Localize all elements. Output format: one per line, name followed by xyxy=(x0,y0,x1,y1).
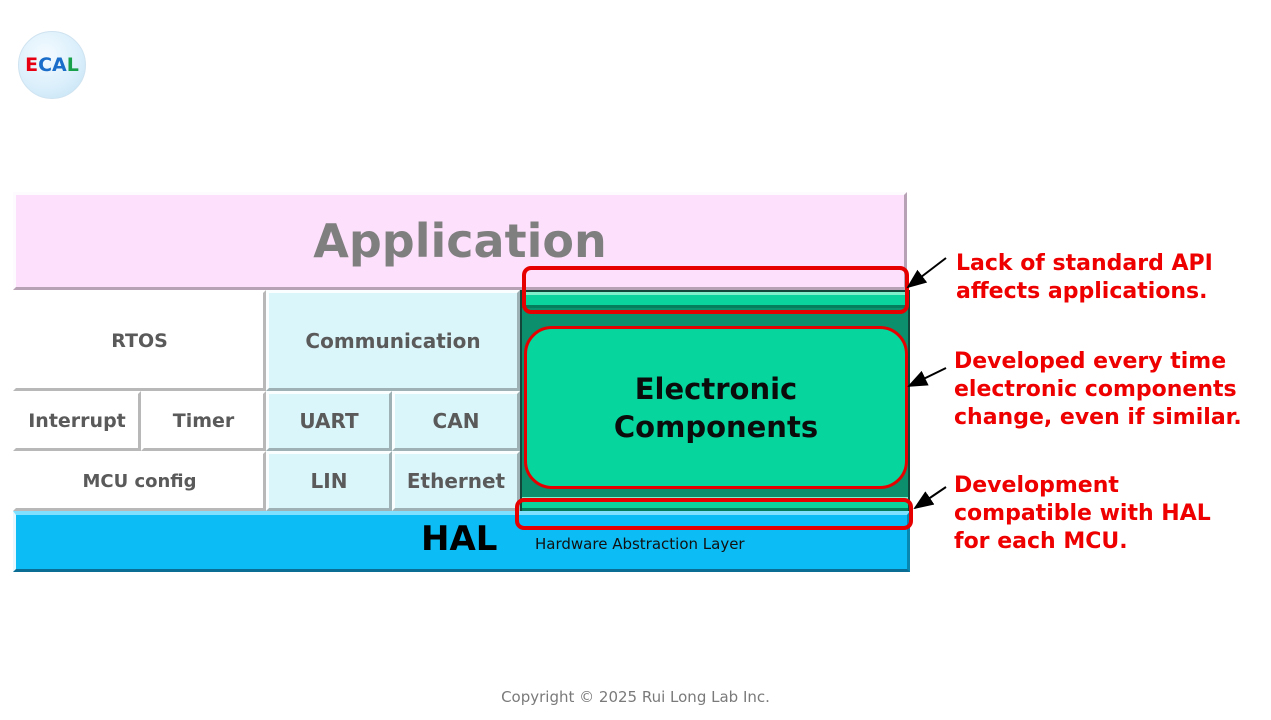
communication-block: Communication xyxy=(266,290,520,391)
uart-block: UART xyxy=(266,391,392,451)
hal-highlight-frame xyxy=(515,498,913,530)
note-api: Lack of standard API affects application… xyxy=(956,251,1213,304)
electronic-components-block: Electronic Components xyxy=(524,326,908,489)
copyright-text: Copyright © 2025 Rui Long Lab Inc. xyxy=(501,688,770,706)
api-strip xyxy=(522,292,908,308)
mcu-config-block: MCU config xyxy=(13,451,266,511)
hal-arrow xyxy=(913,486,947,510)
interrupt-block: Interrupt xyxy=(13,391,141,451)
application-layer: Application xyxy=(13,192,907,290)
api-highlight-frame xyxy=(522,266,909,314)
ethernet-block: Ethernet xyxy=(392,451,520,511)
lin-block: LIN xyxy=(266,451,392,511)
developed-arrow xyxy=(907,367,947,387)
logo-letter-a: A xyxy=(52,54,67,76)
timer-block: Timer xyxy=(141,391,266,451)
hal-subtitle: Hardware Abstraction Layer xyxy=(535,535,745,553)
hal-label: HAL xyxy=(421,519,498,559)
rtos-block: RTOS xyxy=(13,290,266,391)
logo-letter-c: C xyxy=(38,54,53,76)
logo-letter-l: L xyxy=(66,54,79,76)
note-developed: Developed every time electronic componen… xyxy=(954,349,1242,430)
api-arrow xyxy=(906,257,947,289)
logo-letter-e: E xyxy=(25,54,39,76)
note-hal: Development compatible with HAL for each… xyxy=(954,473,1211,554)
can-block: CAN xyxy=(392,391,520,451)
hal-layer xyxy=(13,511,910,572)
